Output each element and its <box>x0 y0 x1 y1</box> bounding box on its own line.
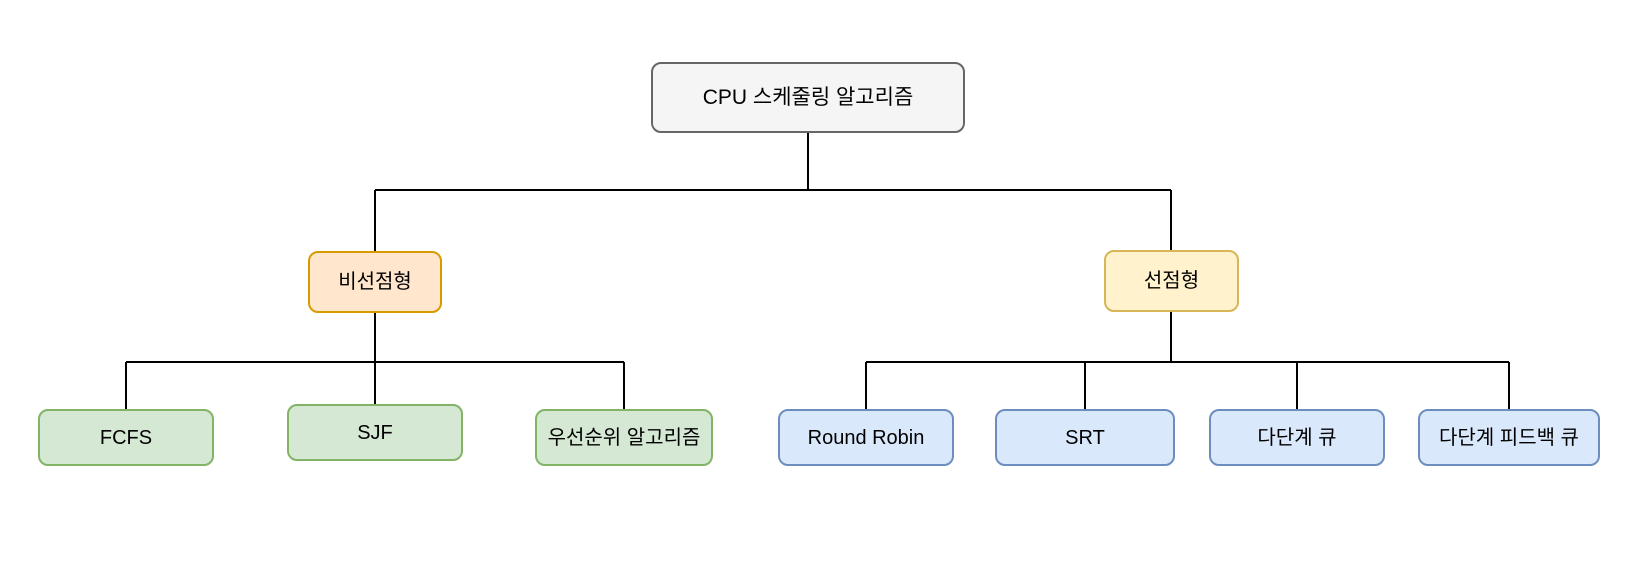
node-priority-algorithm-label: 우선순위 알고리즘 <box>547 426 701 449</box>
node-nonpreemptive-label: 비선점형 <box>338 271 412 293</box>
node-sjf-label: SJF <box>357 421 393 444</box>
node-srt: SRT <box>995 409 1175 466</box>
node-multilevel-queue: 다단계 큐 <box>1209 409 1385 466</box>
node-srt-label: SRT <box>1065 426 1105 449</box>
node-preemptive-label: 선점형 <box>1143 270 1200 292</box>
node-multilevel-feedback-queue: 다단계 피드백 큐 <box>1418 409 1600 466</box>
node-round-robin-label: Round Robin <box>807 426 925 449</box>
node-cpu-scheduling-algorithm: CPU 스케줄링 알고리즘 <box>651 62 965 133</box>
node-multilevel-feedback-queue-label: 다단계 피드백 큐 <box>1439 426 1579 449</box>
node-multilevel-queue-label: 다단계 큐 <box>1257 426 1337 449</box>
node-priority-algorithm: 우선순위 알고리즘 <box>535 409 713 466</box>
node-nonpreemptive: 비선점형 <box>308 251 442 313</box>
node-cpu-scheduling-algorithm-label: CPU 스케줄링 알고리즘 <box>702 85 914 109</box>
node-round-robin: Round Robin <box>778 409 954 466</box>
node-sjf: SJF <box>287 404 463 461</box>
node-fcfs-label: FCFS <box>99 426 153 449</box>
node-preemptive: 선점형 <box>1104 250 1239 312</box>
node-fcfs: FCFS <box>38 409 214 466</box>
